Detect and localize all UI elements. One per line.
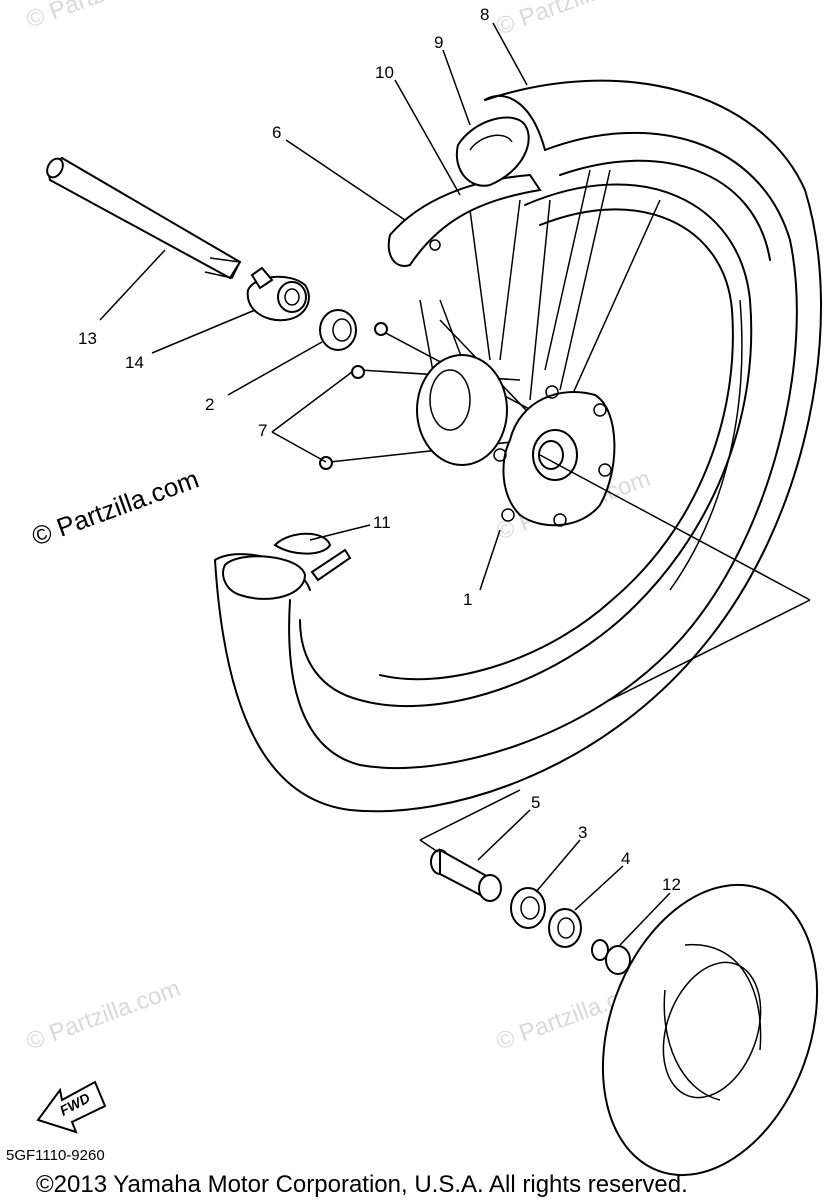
watermark: © Partzilla.com xyxy=(23,975,184,1056)
valve xyxy=(222,532,352,600)
tube xyxy=(455,116,530,187)
watermarks: © Partzilla.com © Partzilla.com © Partzi… xyxy=(23,0,654,1056)
partzilla-watermark: © Partzilla.com xyxy=(28,464,203,552)
rim xyxy=(299,183,753,708)
callout-8: 8 xyxy=(480,5,489,24)
watermark: © Partzilla.com xyxy=(493,0,654,41)
diagram-code: 5GF1110-9260 xyxy=(6,1147,105,1164)
fwd-arrow-icon: FWD xyxy=(36,1080,107,1134)
watermark: © Partzilla.com xyxy=(23,0,184,34)
collar-12 xyxy=(591,939,631,975)
callout-10: 10 xyxy=(375,63,394,82)
rim-tape xyxy=(387,173,542,267)
collar-5 xyxy=(430,848,502,902)
axle xyxy=(46,156,242,280)
callout-labels: 1 2 3 4 5 6 7 8 9 10 11 12 13 14 xyxy=(78,5,681,894)
callout-1: 1 xyxy=(463,590,472,609)
callout-3: 3 xyxy=(578,823,587,842)
bearing-3 xyxy=(510,887,546,929)
callout-13: 13 xyxy=(78,329,97,348)
leader-lines xyxy=(99,22,811,946)
callout-6: 6 xyxy=(272,123,281,142)
callout-9: 9 xyxy=(434,33,443,52)
callout-12: 12 xyxy=(662,875,681,894)
callout-2: 2 xyxy=(205,395,214,414)
callout-11: 11 xyxy=(373,513,391,532)
bearing-2 xyxy=(319,309,357,351)
callout-4: 4 xyxy=(621,849,630,868)
callout-7: 7 xyxy=(258,421,267,440)
callout-14: 14 xyxy=(125,353,144,372)
oil-seal-4 xyxy=(548,908,582,948)
tire xyxy=(214,79,822,813)
hub xyxy=(416,354,616,527)
speedometer-gear xyxy=(246,266,310,322)
copyright-notice: ©2013 Yamaha Motor Corporation, U.S.A. A… xyxy=(36,1171,688,1198)
brake-disc xyxy=(601,883,819,1177)
callout-5: 5 xyxy=(531,793,540,812)
